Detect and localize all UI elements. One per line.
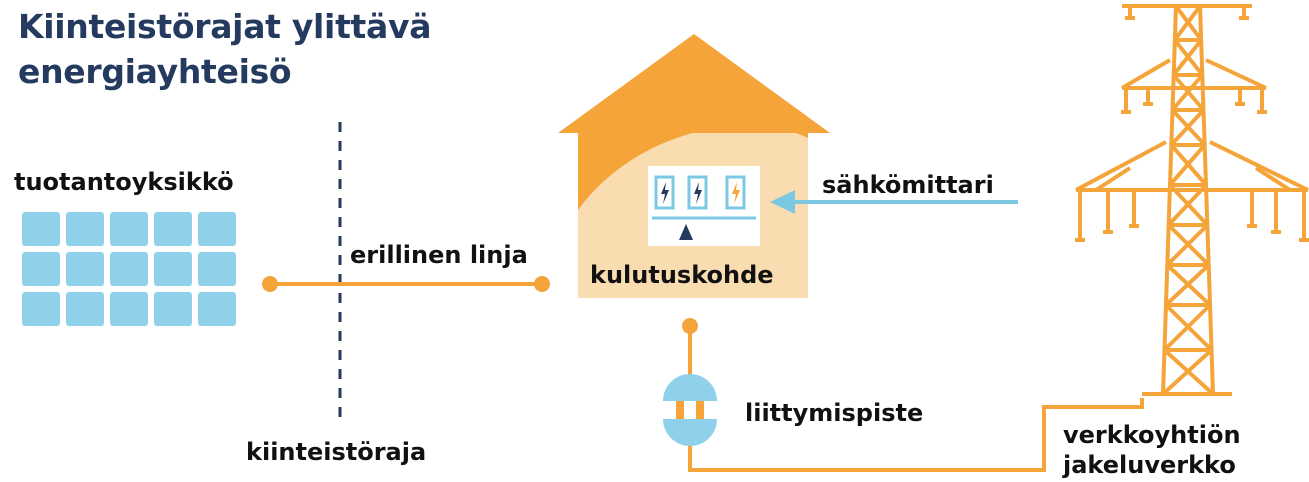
line-endpoint-right [534,276,550,292]
production-unit-label: tuotantoyksikkö [14,168,234,196]
solar-cell [110,292,148,326]
power-tower-icon [1075,4,1309,396]
meter-arrow-up [679,224,693,240]
meter-icon [648,166,760,246]
solar-cell [22,292,60,326]
solar-cell [154,292,192,326]
solar-cell [22,252,60,286]
solar-cell [66,212,104,246]
title-line-2: energiayhteisö [18,52,292,91]
page-title: Kiinteistörajat ylittävä energiayhteisö [18,4,431,94]
property-boundary-label: kiinteistöraja [246,438,427,466]
grid-label-line-2: jakeluverkko [1063,451,1236,479]
connection-point-icon [663,374,717,446]
meter-panel [648,166,760,246]
solar-cell [110,252,148,286]
solar-cell [198,292,236,326]
solar-cell [198,252,236,286]
solar-cell [66,252,104,286]
separate-line-connector [262,276,550,292]
title-line-1: Kiinteistörajat ylittävä [18,7,432,46]
solar-cell [22,212,60,246]
solar-cell [66,292,104,326]
solar-cell [154,212,192,246]
separate-line-label: erillinen linja [350,241,528,269]
line-endpoint-left [262,276,278,292]
connection-point-label: liittymispiste [745,399,924,427]
meter-pointer-arrow [770,190,1018,214]
solar-panel-icon [22,212,236,326]
solar-cell [198,212,236,246]
electricity-meter-label: sähkömittari [822,171,994,199]
solar-cell [110,212,148,246]
solar-cell [154,252,192,286]
consumption-site-label: kulutuskohde [590,261,774,289]
house-roof [558,34,830,133]
house-roof-sweep [578,125,808,210]
grid-label-line-1: verkkoyhtiön [1063,421,1241,449]
house-connection-dot [682,318,698,334]
